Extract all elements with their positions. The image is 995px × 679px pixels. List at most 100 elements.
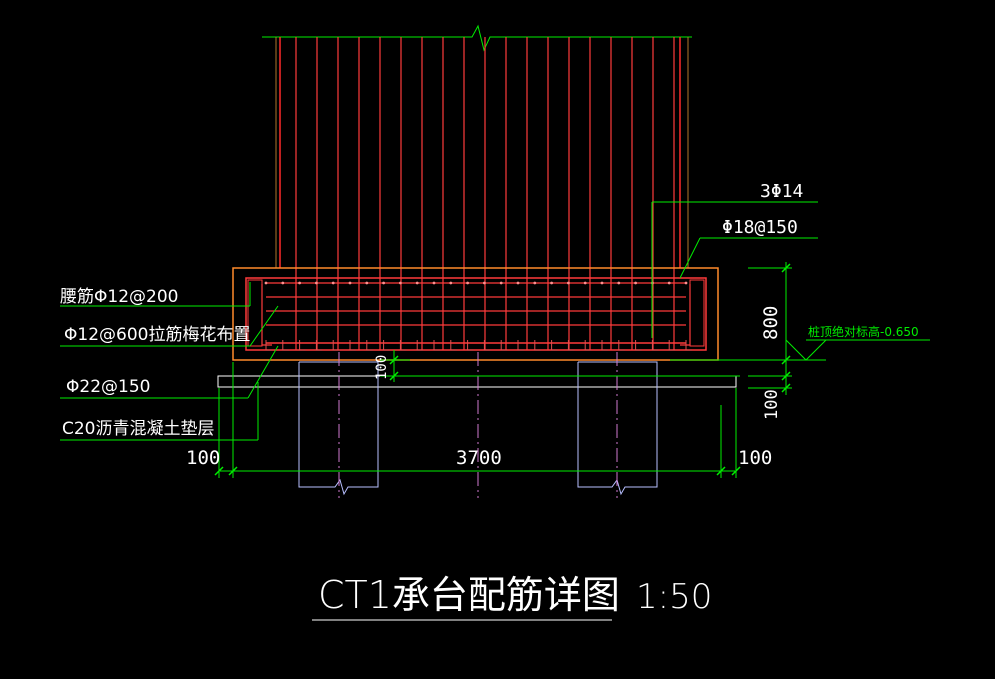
stirrup-mark: [349, 340, 356, 351]
right-dim-tick-4: [781, 383, 791, 393]
stirrup-mark: [601, 340, 608, 351]
dim-tick-3: [716, 466, 726, 476]
waist-bars-text: 腰筋Φ12@200: [60, 287, 178, 307]
mid-dim-tick-2: [389, 371, 399, 381]
rebar-dot: [567, 281, 570, 285]
stirrup-mark: [534, 340, 541, 351]
stirrup-mark: [399, 340, 407, 351]
stirrup-mark: [668, 340, 676, 351]
dim-left-text: 100: [186, 447, 220, 469]
rebar-dot: [466, 281, 469, 285]
cap-height-text: 800: [760, 306, 782, 340]
cushion-text: C20沥青混凝土垫层: [62, 419, 215, 439]
stirrup-mark: [635, 340, 642, 351]
left-pile: [298, 361, 379, 496]
rebar-dot: [499, 281, 503, 285]
stirrups-text: Φ18@150: [722, 217, 798, 238]
right-tie-box: [689, 279, 705, 347]
column-break-line: [262, 24, 692, 52]
right-pile: [577, 361, 658, 496]
bottom-bars-text: Φ22@150: [66, 377, 150, 397]
rebar-dot: [348, 281, 352, 285]
right-dimensions: 800 100 100 桩顶绝对标高-0.650: [374, 262, 930, 420]
stirrup-mark: [483, 340, 491, 351]
rebar-dot: [516, 281, 520, 285]
dim-tick-4: [731, 466, 741, 476]
left-tie-box: [247, 279, 263, 347]
top-elevation-text: 桩顶绝对标高-0.650: [808, 324, 919, 339]
rebar-dot: [634, 281, 637, 285]
rebar-dot: [667, 281, 671, 285]
stirrup-mark: [282, 340, 289, 351]
rebar-section-dots: [264, 281, 688, 285]
piles: [298, 352, 658, 498]
cushion-thickness-right-text: 100: [762, 389, 782, 420]
rebar-dot: [281, 281, 285, 285]
pile-cap-outline: [232, 267, 719, 361]
rebar-dot: [365, 281, 369, 285]
stirrup-mark: [618, 340, 625, 351]
column-vertical-bars: [295, 37, 675, 350]
stirrup-mark: [467, 340, 474, 351]
stirrup-mark: [567, 340, 575, 351]
drawing-scale-text: 1:50: [636, 577, 712, 617]
stirrup-mark: [315, 340, 323, 351]
stirrup-mark: [433, 340, 440, 351]
stirrup-mark: [584, 340, 592, 351]
cushion-layer: [217, 375, 737, 388]
stirrup-mark: [500, 340, 508, 351]
bottom-bars-leader-d: [247, 345, 279, 399]
stirrup-mark: [383, 340, 390, 351]
drawing-title: CT1承台配筋详图 1:50: [312, 573, 712, 621]
stirrup-mark: [366, 340, 373, 351]
stirrup-mark: [517, 340, 524, 351]
stirrup-cage: [245, 277, 707, 351]
left-annotations: 腰筋Φ12@200 Φ12@600拉筋梅花布置 Φ22@150 C20沥青混凝土…: [60, 282, 279, 441]
stirrup-mark: [651, 340, 659, 351]
stirrup-mark: [416, 340, 424, 351]
right-end-hook: [680, 284, 691, 346]
rebar-dot: [583, 281, 587, 285]
rebar-dot: [449, 281, 453, 285]
dim-tick-2: [228, 466, 238, 476]
left-end-hook: [261, 284, 272, 346]
cushion-thickness-mid-text: 100: [374, 355, 390, 380]
bottom-dimensions: 100 3700 100: [186, 362, 772, 478]
stirrup-mark: [332, 340, 340, 351]
bottom-stirrup-marks: [265, 340, 692, 351]
column: [262, 24, 692, 350]
right-annotations: 3Φ14 Φ18@150: [651, 181, 818, 338]
stirrups-leader-d: [679, 237, 701, 279]
drawing-title-text: CT1承台配筋详图: [318, 573, 620, 617]
dim-tick-1: [214, 466, 224, 476]
rebar-dot: [315, 281, 318, 285]
pile-cap: [232, 267, 719, 361]
rebar-dot: [399, 281, 402, 285]
stirrup-mark: [685, 340, 692, 351]
tie-bars-text: Φ12@600拉筋梅花布置: [64, 325, 250, 345]
stirrup-mark: [265, 340, 272, 351]
stirrup-mark: [299, 340, 306, 351]
rebar-dot: [600, 281, 604, 285]
dim-right-text: 100: [738, 447, 772, 469]
right-dim-tick-3: [781, 371, 791, 381]
top-bars-text: 3Φ14: [760, 181, 803, 202]
dim-middle-text: 3700: [456, 447, 502, 469]
rebar-dot: [550, 281, 553, 285]
rebar-dot: [533, 281, 537, 285]
rebar-dot: [298, 281, 301, 285]
stirrup-mark: [450, 340, 457, 351]
stirrup-mark: [551, 340, 558, 351]
mid-dim-tick-1: [389, 355, 399, 365]
rebar-dot: [617, 281, 621, 285]
elevation-marker: [785, 339, 827, 361]
rebar-dot: [432, 281, 436, 285]
rebar-dot: [264, 281, 268, 285]
tie-leader-d: [249, 305, 279, 347]
rebar-dot: [483, 281, 486, 285]
rebar-dot: [382, 281, 385, 285]
rebar-dot: [684, 281, 688, 285]
right-dim-tick-1: [781, 263, 791, 273]
rebar-dot: [331, 281, 335, 285]
